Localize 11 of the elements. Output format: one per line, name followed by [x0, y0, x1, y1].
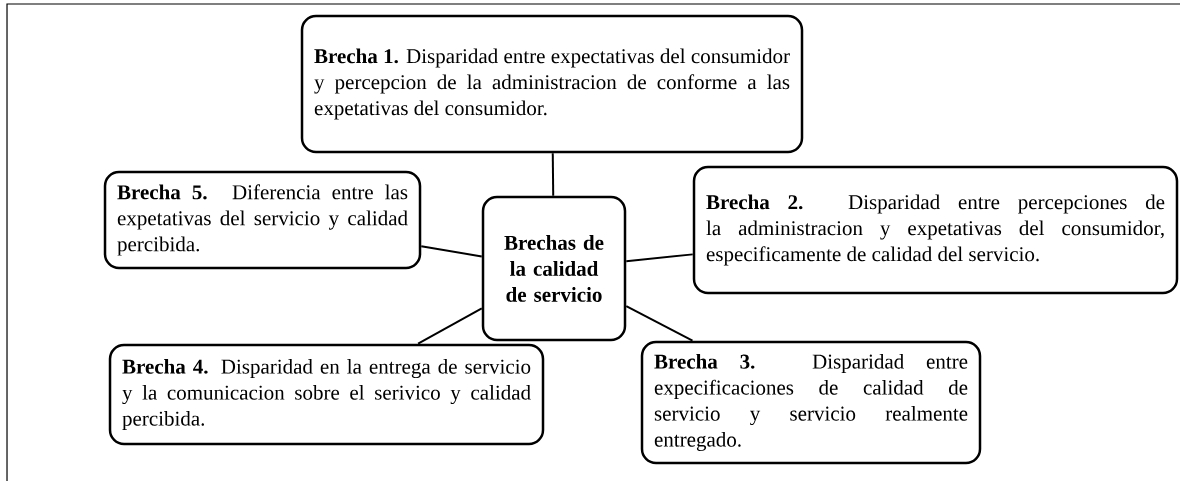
gap-box: Brecha 5. Diferencia entre las expetativas del servicio y calidad percibida.: [103, 170, 422, 270]
gap-box: Brecha 2. Disparidad entre percepciones de la administracion y expetativas del consumidor, especificamente de calidad del servicio.: [692, 165, 1179, 295]
gap-box: Brecha 1. Disparidad entre expectativas del consumidor y percepcion de la administracion de conforme a las expetativas del consumidor.: [300, 14, 804, 154]
gap-box: Brecha 4. Disparidad en la entrega de servicio y la comunicacion sobre el serivico y calidad percibida.: [108, 343, 545, 446]
gap-box: Brecha 3. Disparidad entre expecificaciones de calidad de servicio y servicio realmente entregado.: [640, 340, 982, 465]
connector-line: [625, 253, 694, 263]
connector-line: [625, 305, 694, 342]
connector-line: [551, 152, 555, 197]
connector-line: [420, 245, 483, 258]
central-box: Brechas de la calidad de servicio: [481, 195, 627, 342]
connector-line: [417, 307, 483, 345]
